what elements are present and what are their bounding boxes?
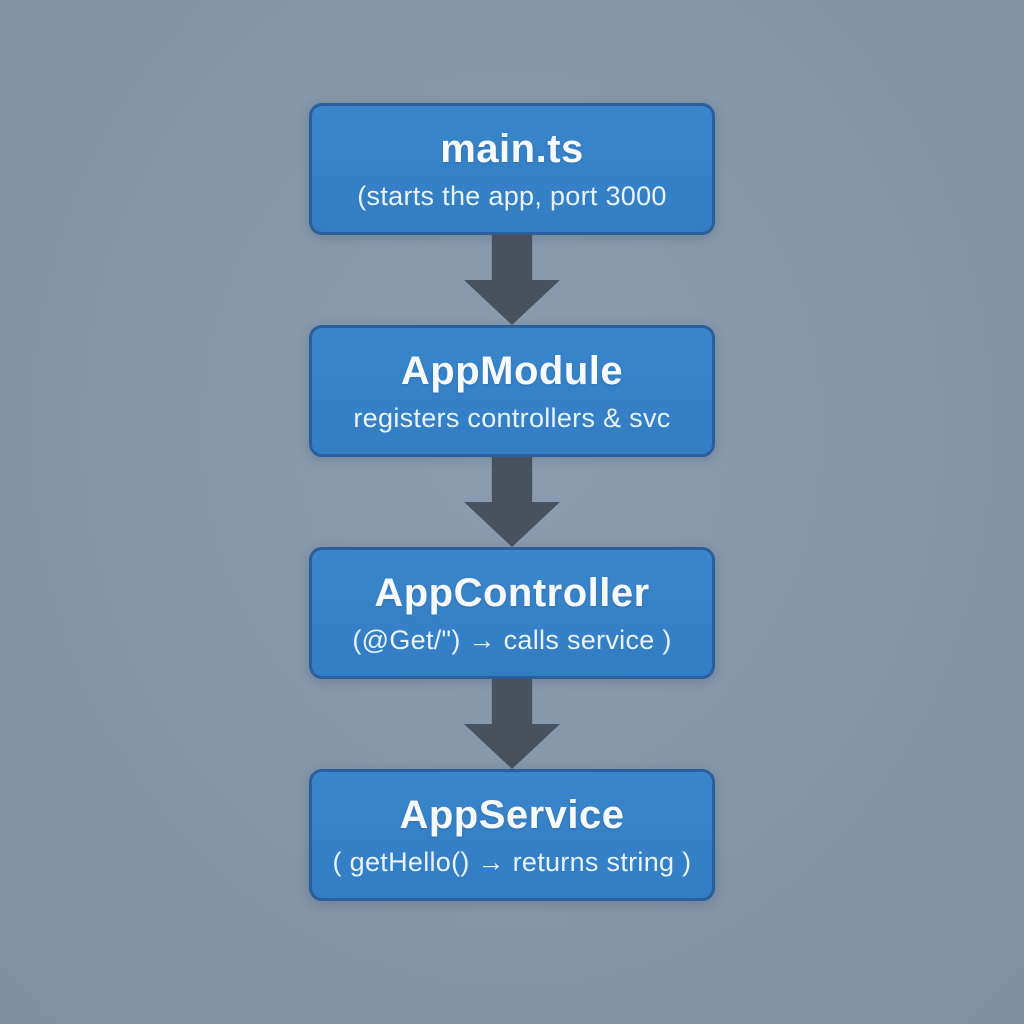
node-title: main.ts	[440, 127, 584, 171]
node-main-ts: main.ts (starts the app, port 3000	[309, 103, 715, 235]
flowchart: main.ts (starts the app, port 3000 AppMo…	[0, 103, 1024, 901]
node-app-module: AppModule registers controllers & svc	[309, 325, 715, 457]
node-app-service: AppService ( getHello() → returns string…	[309, 769, 715, 901]
down-arrow-icon	[464, 457, 560, 547]
node-title: AppService	[399, 793, 625, 837]
node-title: AppModule	[400, 349, 624, 393]
down-arrow-icon	[464, 679, 560, 769]
node-subtitle: registers controllers & svc	[353, 403, 671, 433]
node-subtitle: (starts the app, port 3000	[357, 181, 667, 211]
node-subtitle: (@Get/") → calls service )	[352, 625, 672, 655]
down-arrow-icon	[464, 235, 560, 325]
node-app-controller: AppController (@Get/") → calls service )	[309, 547, 715, 679]
node-title: AppController	[374, 571, 650, 615]
node-subtitle: ( getHello() → returns string )	[332, 847, 692, 877]
